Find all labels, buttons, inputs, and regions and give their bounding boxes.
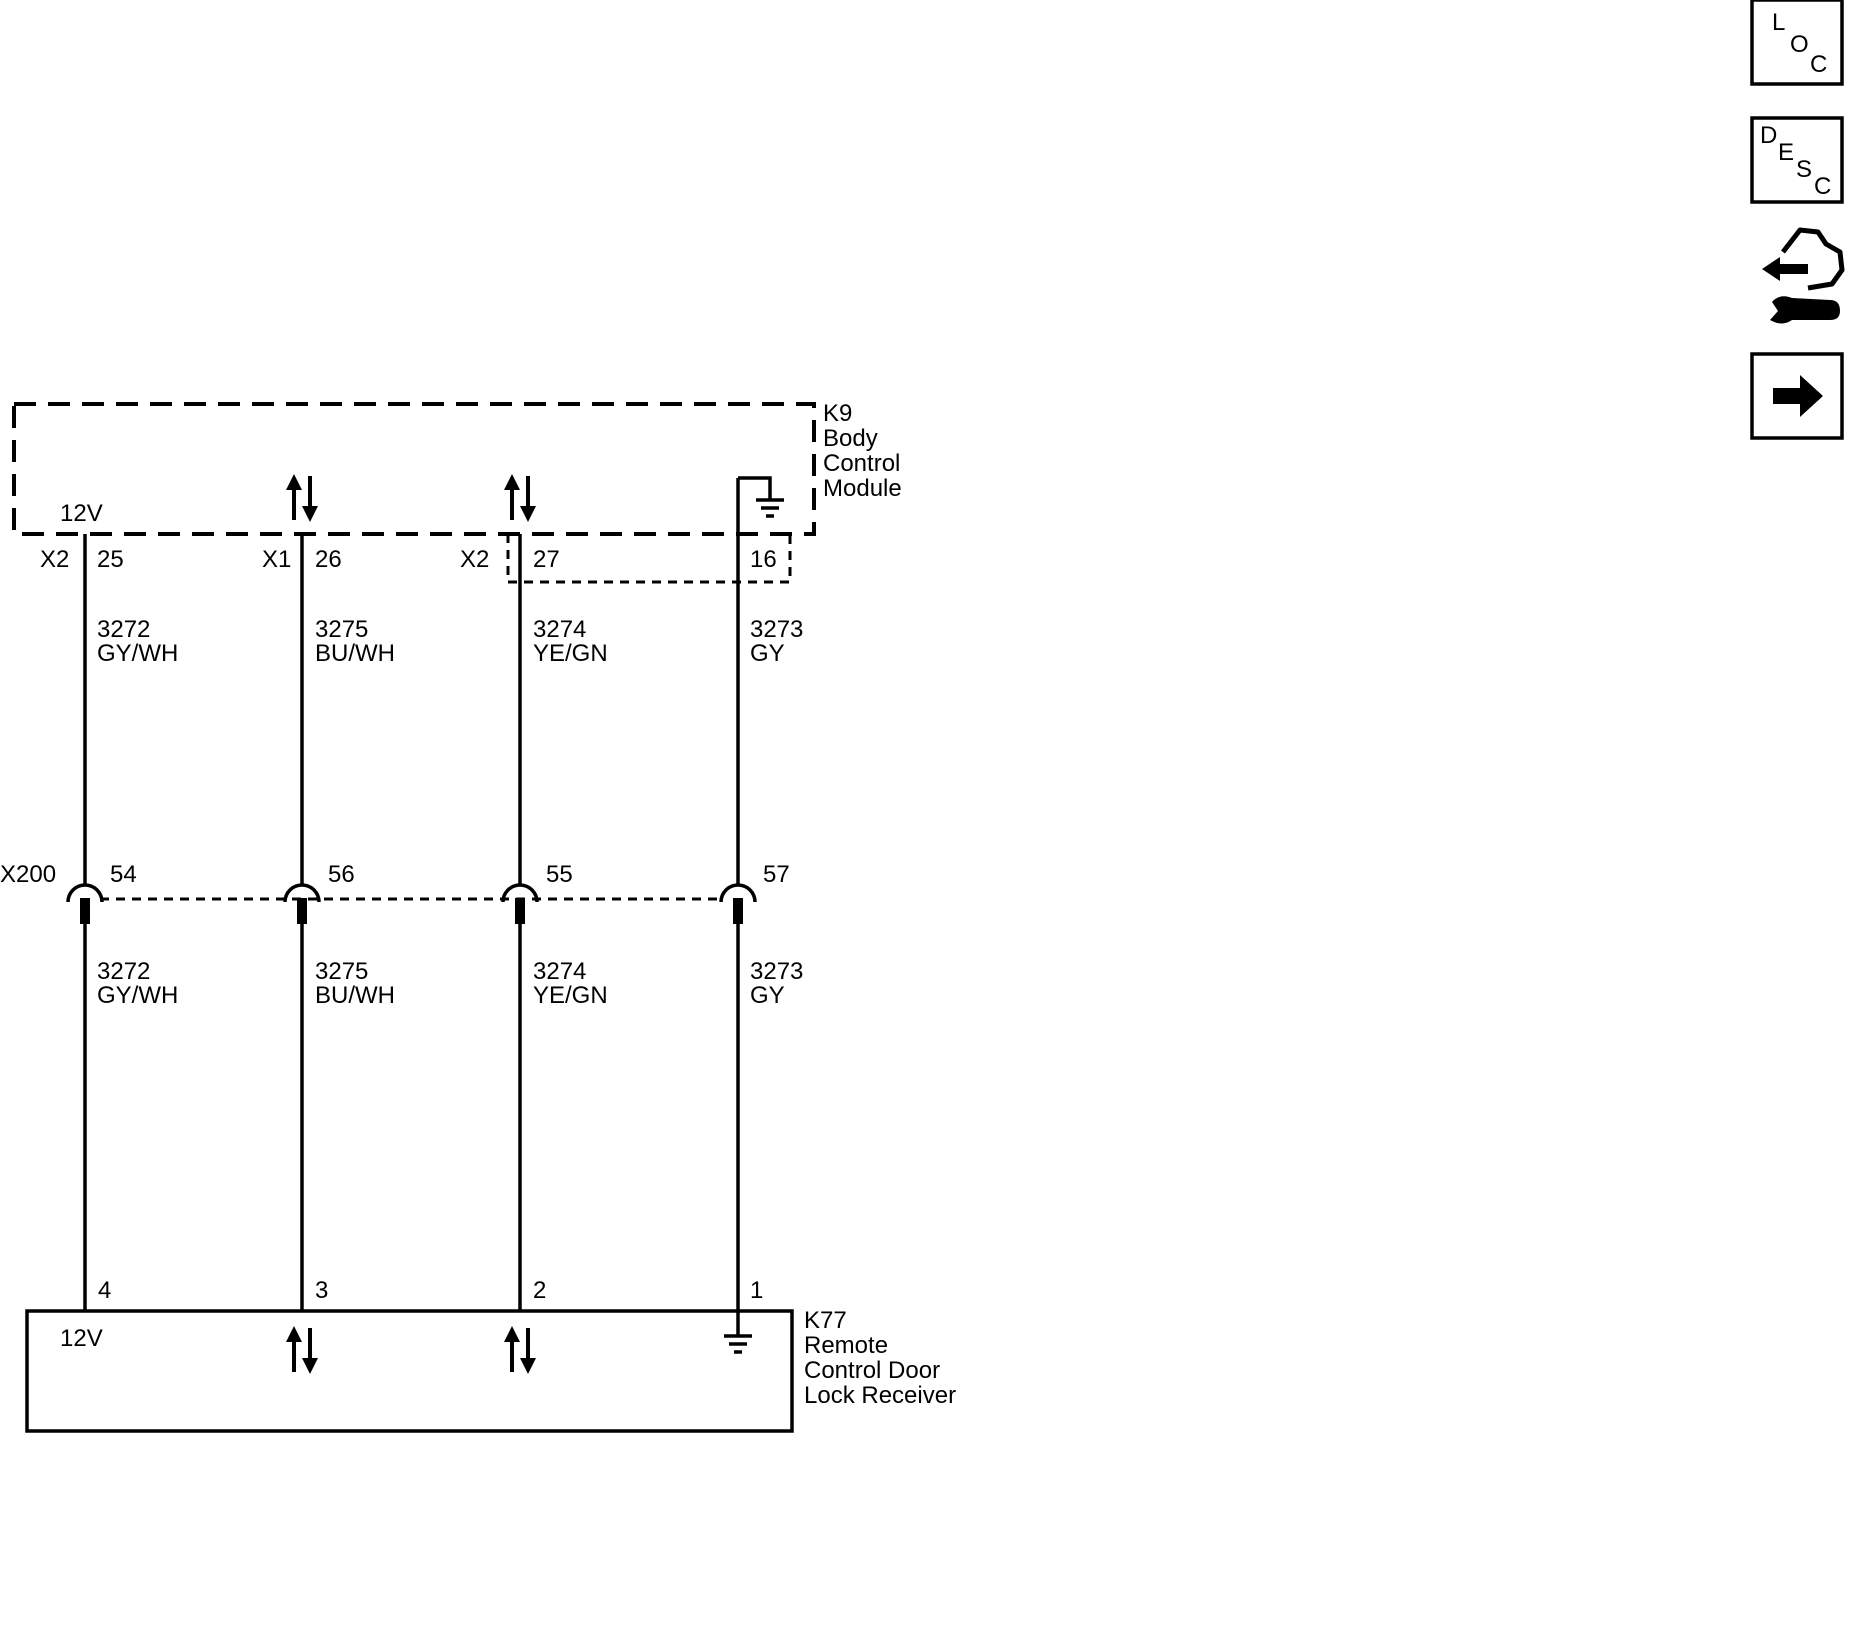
circuit-3274: X2 27 3274 YE/GN 55 3274 YE/GN 2 — [460, 474, 608, 1374]
bcm-connector-label: X2 — [460, 546, 489, 573]
circuit-3272: 12V X2 25 3272 GY/WH 54 3272 GY/WH 4 12V — [40, 500, 178, 1352]
inline-pin-label: 54 — [110, 861, 137, 888]
bcm-ground-link — [738, 476, 772, 500]
bcm-module: K9 Body Control Module — [12, 400, 902, 584]
upper-wire-color: YE/GN — [533, 640, 608, 667]
upper-circuit-number: 3274 — [533, 616, 586, 643]
connector-repair-icon[interactable] — [1762, 227, 1845, 324]
loc-letter-l: L — [1772, 9, 1785, 36]
upper-wire-color: BU/WH — [315, 640, 395, 667]
upper-circuit-number: 3273 — [750, 616, 803, 643]
loc-icon[interactable] — [1750, 0, 1844, 86]
lower-circuit-number: 3275 — [315, 958, 368, 985]
inline-female-terminal — [719, 883, 757, 903]
desc-letter-d: D — [1760, 122, 1777, 149]
desc-icon[interactable] — [1750, 116, 1844, 204]
receiver-pin-label: 2 — [533, 1277, 546, 1304]
receiver-pin-label: 3 — [315, 1277, 328, 1304]
desc-letter-s: S — [1796, 156, 1812, 183]
inline-male-terminal — [297, 898, 307, 924]
loc-letter-o: O — [1790, 31, 1809, 58]
lower-wire-color: YE/GN — [533, 982, 608, 1009]
bcm-pin-label: 16 — [750, 546, 777, 573]
loc-button[interactable]: L O C — [1750, 0, 1844, 86]
bcm-ground-icon — [756, 498, 784, 518]
upper-circuit-number: 3272 — [97, 616, 150, 643]
bcm-name-line-1: Body — [823, 425, 878, 452]
bcm-symbol-12v: 12V — [60, 500, 103, 527]
inline-male-terminal — [80, 898, 90, 924]
inline-female-terminal — [66, 883, 104, 903]
upper-wire-color: GY/WH — [97, 640, 178, 667]
x200-id: X200 — [0, 861, 56, 888]
bcm-connector-x2-extension — [506, 534, 792, 584]
bcm-bidirectional-arrows-icon — [286, 474, 318, 522]
receiver-outline — [25, 1309, 794, 1433]
receiver-module: K77 Remote Control Door Lock Receiver — [25, 1307, 956, 1433]
bcm-connector-label: X2 — [40, 546, 69, 573]
bcm-name-line-2: Control — [823, 450, 900, 477]
lower-circuit-number: 3273 — [750, 958, 803, 985]
bcm-pin-label: 27 — [533, 546, 560, 573]
inline-female-terminal — [283, 883, 321, 903]
bcm-pin-label: 26 — [315, 546, 342, 573]
bcm-bidirectional-arrows-icon — [504, 474, 536, 522]
receiver-bidirectional-arrows-icon — [286, 1326, 318, 1374]
receiver-pin-label: 4 — [98, 1277, 111, 1304]
receiver-name-line-1: Remote — [804, 1332, 888, 1359]
circuit-3275: X1 26 3275 BU/WH 56 3275 BU/WH 3 — [262, 474, 395, 1374]
inline-pin-label: 56 — [328, 861, 355, 888]
bcm-id: K9 — [823, 400, 852, 427]
receiver-ground-icon — [724, 1334, 752, 1354]
inline-pin-label: 55 — [546, 861, 573, 888]
bcm-outline — [12, 402, 816, 536]
receiver-bidirectional-arrows-icon — [504, 1326, 536, 1374]
desc-letter-c: C — [1814, 173, 1831, 200]
upper-circuit-number: 3275 — [315, 616, 368, 643]
circuit-3273: 16 3273 GY 57 3273 GY 1 — [719, 476, 803, 1354]
lower-wire-color: BU/WH — [315, 982, 395, 1009]
desc-letter-e: E — [1778, 139, 1794, 166]
lower-wire-color: GY — [750, 982, 785, 1009]
loc-letter-c: C — [1810, 51, 1827, 78]
bcm-pin-label: 25 — [97, 546, 124, 573]
inline-male-terminal — [515, 898, 525, 924]
receiver-id: K77 — [804, 1307, 847, 1334]
connector-repair-button[interactable] — [1762, 227, 1845, 324]
inline-pin-label: 57 — [763, 861, 790, 888]
upper-wire-color: GY — [750, 640, 785, 667]
receiver-name-line-2: Control Door — [804, 1357, 940, 1384]
receiver-pin-label: 1 — [750, 1277, 763, 1304]
inline-male-terminal — [733, 898, 743, 924]
right-arrow-icon — [1773, 375, 1823, 417]
next-button[interactable] — [1750, 352, 1844, 440]
lower-circuit-number: 3272 — [97, 958, 150, 985]
lower-wire-color: GY/WH — [97, 982, 178, 1009]
desc-button[interactable]: D E S C — [1750, 116, 1844, 204]
inline-female-terminal — [501, 883, 539, 903]
bcm-connector-label: X1 — [262, 546, 291, 573]
receiver-name-line-3: Lock Receiver — [804, 1382, 956, 1409]
lower-circuit-number: 3274 — [533, 958, 586, 985]
bcm-name-line-3: Module — [823, 475, 902, 502]
inline-connector-x200: X200 — [0, 861, 722, 901]
receiver-symbol-12v: 12V — [60, 1325, 103, 1352]
